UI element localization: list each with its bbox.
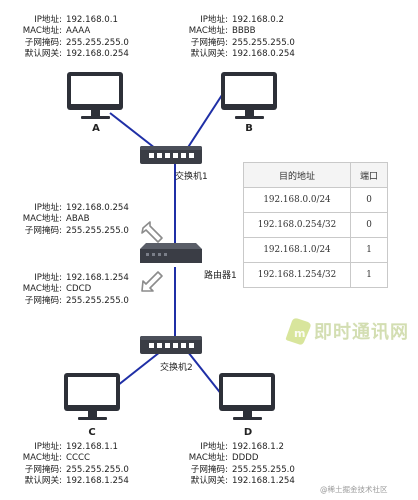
computer-b-icon: [221, 72, 277, 119]
interface-1-arrow-icon: [141, 271, 163, 292]
host-c-mac: CCCC: [66, 453, 91, 464]
interface-0-arrow-icon: [141, 221, 163, 243]
host-c-mask-key: 子网掩码:: [24, 464, 62, 475]
host-a-mac: AAAA: [66, 26, 91, 37]
switch-2-label: 交换机2: [160, 363, 193, 373]
host-d-gw: 192.168.1.254: [232, 475, 295, 486]
router-if1-info: IP地址: 192.168.1.254 MAC地址: CDCD 子网掩码: 255.2…: [0, 273, 129, 307]
host-d-mac-key: MAC地址:: [188, 453, 228, 464]
network-links: [107, 94, 227, 401]
router-if1-mask: 255.255.255.0: [66, 295, 129, 306]
switch-1-icon: [140, 146, 202, 164]
switch-1-label: 交换机1: [175, 172, 208, 182]
host-a-mask-key: 子网掩码:: [24, 37, 62, 48]
host-c-mask: 255.255.255.0: [66, 464, 129, 475]
link-a-switch1: [109, 112, 161, 153]
host-b-ip-key: IP地址:: [200, 15, 228, 25]
host-a-gw-key: 默认网关:: [24, 48, 62, 59]
router-1-icon: [140, 243, 202, 263]
brand-logo-icon: m: [285, 318, 311, 345]
computer-d-icon: [219, 373, 275, 420]
routing-table-dest: 192.168.0.254/32: [243, 212, 351, 238]
host-a-info: IP地址: 192.168.0.1 MAC地址: AAAA 子网掩码: 255.255…: [0, 15, 129, 60]
site-watermark: @稀土掘金技术社区: [320, 485, 388, 494]
host-c-mac-key: MAC地址:: [22, 453, 62, 464]
host-d-info: IP地址: 192.168.1.2 MAC地址: DDDD 子网掩码: 255.255…: [176, 442, 295, 487]
computer-a-icon: [67, 72, 123, 119]
host-a-ip-key: IP地址:: [34, 15, 62, 25]
router-if0-mask: 255.255.255.0: [66, 225, 129, 236]
host-d-ip: 192.168.1.2: [232, 442, 284, 452]
table-row: 192.168.0.0/24 0: [243, 187, 388, 213]
router-if1-mac-key: MAC地址:: [22, 284, 62, 295]
router-1-label: 路由器1: [204, 271, 237, 281]
host-c-label: C: [88, 427, 96, 438]
host-a-ip: 192.168.0.1: [66, 15, 118, 25]
host-b-mac-key: MAC地址:: [188, 26, 228, 37]
router-if0-ip: 192.168.0.254: [66, 203, 129, 213]
routing-table-dest: 192.168.1.254/32: [243, 262, 351, 288]
computer-c-icon: [64, 373, 120, 420]
switch-2-icon: [140, 336, 202, 354]
router-if0-mac: ABAB: [66, 214, 90, 225]
router-if0-mask-key: 子网掩码:: [24, 225, 62, 236]
table-row: 192.168.1.0/24 1: [243, 237, 388, 263]
table-row: 192.168.1.254/32 1: [243, 262, 388, 288]
host-c-ip-key: IP地址:: [34, 442, 62, 452]
routing-table-header-port: 端口: [350, 162, 388, 188]
host-a-gw: 192.168.0.254: [66, 48, 129, 59]
brand-watermark: 即时通讯网: [314, 322, 409, 343]
router-if0-ip-key: IP地址:: [34, 203, 62, 213]
routing-table-dest: 192.168.0.0/24: [243, 187, 351, 213]
routing-table-dest: 192.168.1.0/24: [243, 237, 351, 263]
router-if1-ip: 192.168.1.254: [66, 273, 129, 283]
router-if1-mask-key: 子网掩码:: [24, 295, 62, 306]
host-c-gw: 192.168.1.254: [66, 475, 129, 486]
host-d-label: D: [243, 427, 253, 438]
host-a-mask: 255.255.255.0: [66, 37, 129, 48]
host-d-mask-key: 子网掩码:: [190, 464, 228, 475]
routing-table-port: 1: [350, 237, 388, 263]
host-d-mac: DDDD: [232, 453, 259, 464]
router-if0-mac-key: MAC地址:: [22, 214, 62, 225]
host-b-gw: 192.168.0.254: [232, 48, 295, 59]
routing-table-port: 1: [350, 262, 388, 288]
router-if1-mac: CDCD: [66, 284, 92, 295]
host-b-info: IP地址: 192.168.0.2 MAC地址: BBBB 子网掩码: 255.255…: [176, 15, 295, 60]
host-b-label: B: [245, 123, 253, 134]
host-c-ip: 192.168.1.1: [66, 442, 118, 452]
host-b-ip: 192.168.0.2: [232, 15, 284, 25]
host-d-ip-key: IP地址:: [200, 442, 228, 452]
host-d-gw-key: 默认网关:: [190, 475, 228, 486]
link-b-switch1: [184, 94, 223, 153]
router-if1-ip-key: IP地址:: [34, 273, 62, 283]
host-a-mac-key: MAC地址:: [22, 26, 62, 37]
host-b-gw-key: 默认网关:: [190, 48, 228, 59]
routing-table-port: 0: [350, 212, 388, 238]
table-row: 192.168.0.254/32 0: [243, 212, 388, 238]
router-if0-info: IP地址: 192.168.0.254 MAC地址: ABAB 子网掩码: 255.2…: [0, 203, 129, 237]
routing-table-header-dest: 目的地址: [243, 162, 351, 188]
host-d-mask: 255.255.255.0: [232, 464, 295, 475]
host-c-info: IP地址: 192.168.1.1 MAC地址: CCCC 子网掩码: 255.255…: [0, 442, 129, 487]
routing-table-header-row: 目的地址 端口: [243, 162, 388, 188]
routing-table-port: 0: [350, 187, 388, 213]
svg-text:m: m: [294, 327, 305, 340]
host-b-mask: 255.255.255.0: [232, 37, 295, 48]
routing-table: 目的地址 端口 192.168.0.0/24 0 192.168.0.254/3…: [243, 162, 388, 288]
host-b-mac: BBBB: [232, 26, 256, 37]
host-a-label: A: [92, 123, 100, 134]
host-c-gw-key: 默认网关:: [24, 475, 62, 486]
host-b-mask-key: 子网掩码:: [190, 37, 228, 48]
